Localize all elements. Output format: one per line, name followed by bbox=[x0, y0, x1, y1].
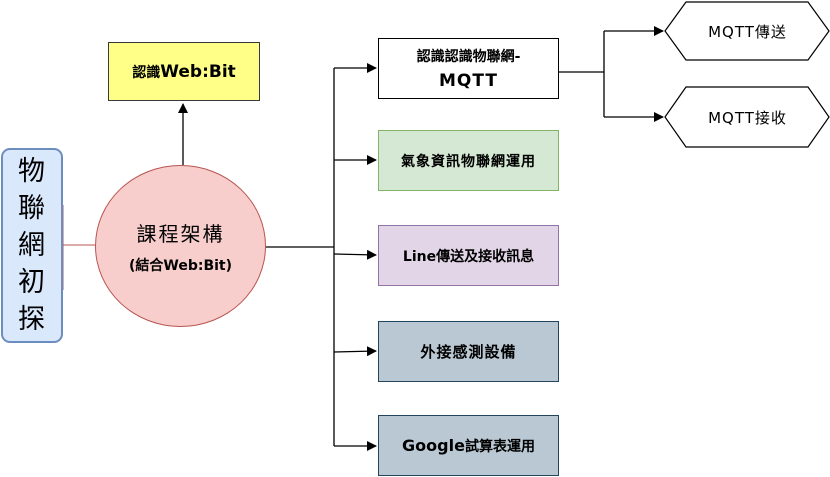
sensor-label: 外接感測設備 bbox=[420, 343, 517, 361]
webbit-bold: Web:Bit bbox=[160, 61, 236, 82]
course-structure-node: 課程架構 (結合Web:Bit) bbox=[95, 165, 266, 327]
title-char: 物 bbox=[18, 156, 46, 187]
mqtt-node: 認識認識物聯網- MQTT bbox=[378, 38, 559, 99]
mqtt-send-node: MQTT傳送 bbox=[665, 2, 830, 61]
title-char: 網 bbox=[18, 230, 46, 261]
weather-node: 氣象資訊物聯網運用 bbox=[378, 130, 559, 191]
google-rest: 試算表運用 bbox=[464, 438, 535, 455]
weather-label: 氣象資訊物聯網運用 bbox=[401, 153, 536, 170]
line-label: Line傳送及接收訊息 bbox=[402, 248, 535, 265]
arrow-to-line bbox=[333, 249, 377, 260]
mqtt-line1: 認識認識物聯網- bbox=[416, 48, 521, 65]
google-bold: Google bbox=[402, 436, 465, 455]
center-sub-label: (結合Web:Bit) bbox=[128, 257, 233, 274]
line-node: Line傳送及接收訊息 bbox=[378, 225, 559, 286]
webbit-prefix: 認識 bbox=[132, 64, 161, 81]
mqtt-receive-label: MQTT接收 bbox=[708, 109, 787, 127]
mqtt-send-hexagon bbox=[664, 1, 830, 61]
mqtt-receive-node: MQTT接收 bbox=[665, 87, 830, 148]
mqtt-send-label: MQTT傳送 bbox=[708, 23, 787, 41]
title-char: 初 bbox=[18, 267, 46, 298]
arrow-to-sensor bbox=[333, 346, 377, 357]
title-char: 探 bbox=[18, 304, 46, 335]
title-char: 聯 bbox=[18, 193, 46, 224]
mqtt-receive-hexagon bbox=[664, 86, 830, 148]
center-main-label: 課程架構 bbox=[136, 221, 225, 246]
topic-title-box: 物 聯 網 初 探 bbox=[1, 148, 63, 343]
mqtt-line2: MQTT bbox=[439, 70, 498, 91]
sensor-node: 外接感測設備 bbox=[378, 321, 559, 382]
